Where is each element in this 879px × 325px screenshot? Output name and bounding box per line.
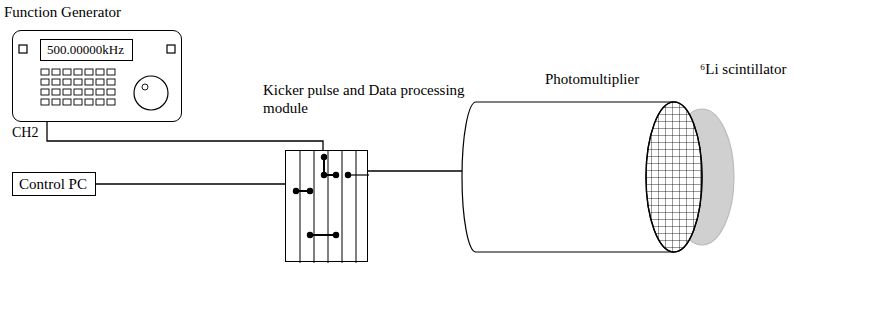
node-label: 500.00000kHz (47, 41, 126, 59)
node-heading: Photomultiplier (545, 70, 639, 88)
module-illustration (286, 151, 369, 263)
pmt-illustration (462, 100, 760, 255)
signal-wire (47, 122, 323, 150)
function-generator: Function Generator500.00000kHz (12, 30, 182, 122)
photomultiplier: Photomultiplier (462, 100, 760, 255)
frequency-display: 500.00000kHz (40, 39, 133, 61)
signal-wire (96, 183, 285, 184)
signal-wire (368, 170, 462, 171)
node-heading: Kicker pulse and Data processing module (263, 81, 468, 117)
processing-module: Kicker pulse and Data processing module (285, 150, 368, 262)
control-pc-box: Control PC (12, 172, 96, 196)
node-heading: Function Generator (4, 3, 121, 21)
scintillator-label: ⁶Li scintillator (700, 60, 786, 78)
channel-label: CH2 (12, 124, 38, 142)
node-label: Control PC (19, 175, 89, 193)
